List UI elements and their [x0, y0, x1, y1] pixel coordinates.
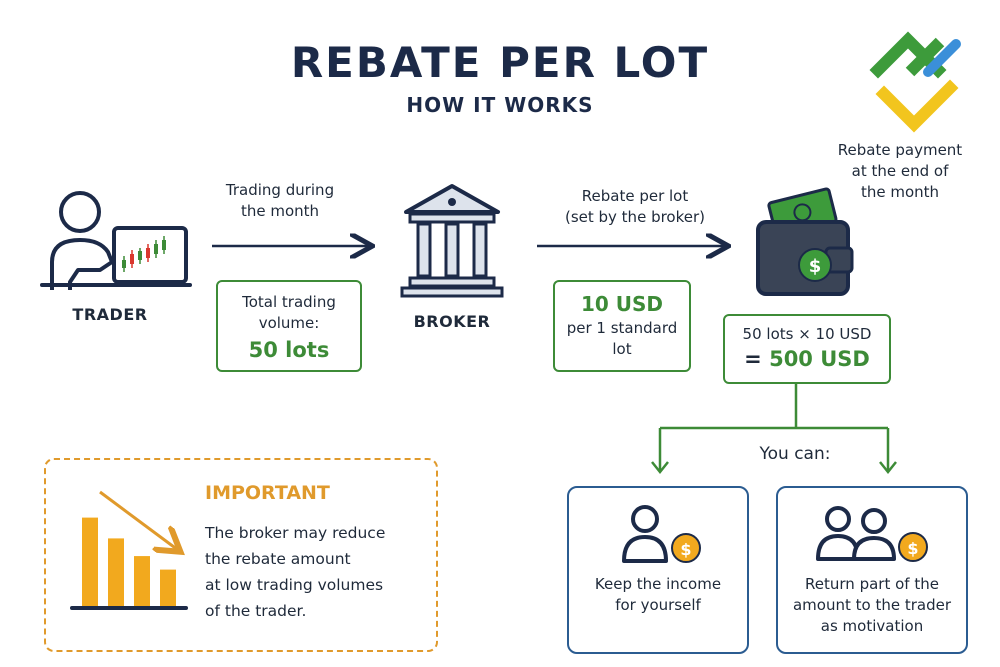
volume-line: volume: — [258, 314, 320, 332]
important-line: the rebate amount — [205, 550, 351, 568]
broker-arrow-label: Rebate per lot (set by the broker) — [550, 186, 720, 228]
options-heading: You can: — [759, 444, 831, 464]
trader-arrow-line: the month — [240, 202, 320, 220]
broker-arrow-line: (set by the broker) — [564, 208, 706, 226]
trader-label: TRADER — [72, 305, 148, 324]
payment-note: Rebate payment at the end of the month — [830, 140, 970, 203]
calc-result: 500 USD — [769, 347, 870, 371]
rate-line: per 1 standard — [566, 319, 678, 337]
trader-arrow-line: Trading during — [225, 181, 335, 199]
rate-value: 10 USD — [580, 292, 664, 316]
important-line: The broker may reduce — [205, 524, 386, 542]
broker-label: BROKER — [413, 312, 491, 331]
keep-option-line: Keep the income — [594, 575, 722, 593]
volume-line: Total trading — [242, 293, 336, 311]
important-line: of the trader. — [205, 602, 307, 620]
broker-arrow-line: Rebate per lot — [581, 187, 689, 205]
page-title: REBATE PER LOT — [290, 38, 710, 87]
payment-note-line: at the end of — [851, 162, 949, 180]
page-subtitle: HOW IT WORKS — [406, 93, 594, 117]
important-heading: IMPORTANT — [205, 482, 330, 504]
return-option-text: Return part of the amount to the trader … — [778, 574, 966, 637]
calc-equals: = — [744, 347, 762, 371]
keep-option-text: Keep the income for yourself — [569, 574, 747, 616]
rate-box: 10 USD per 1 standard lot — [553, 280, 691, 372]
svg-text:$: $ — [809, 256, 822, 277]
important-line: at low trading volumes — [205, 576, 384, 594]
split-connector — [660, 382, 888, 430]
calc-box: 50 lots × 10 USD = 500 USD — [723, 314, 891, 384]
keep-option-line: for yourself — [615, 596, 701, 614]
return-option-line: amount to the trader — [792, 596, 951, 614]
rate-line: lot — [612, 340, 632, 358]
volume-value: 50 lots — [248, 338, 330, 362]
return-option-line: as motivation — [820, 617, 924, 635]
return-option-line: Return part of the — [805, 575, 939, 593]
payment-note-line: the month — [860, 183, 940, 201]
calc-formula: 50 lots × 10 USD — [742, 325, 872, 343]
return-option-box: Return part of the amount to the trader … — [776, 486, 968, 654]
payment-note-line: Rebate payment — [837, 141, 963, 159]
keep-option-box: Keep the income for yourself — [567, 486, 749, 654]
important-text: The broker may reduce the rebate amount … — [205, 520, 385, 624]
calc-result-row: = 500 USD — [725, 347, 889, 371]
volume-box: Total trading volume: 50 lots — [216, 280, 362, 372]
trader-arrow-label: Trading during the month — [205, 180, 355, 222]
